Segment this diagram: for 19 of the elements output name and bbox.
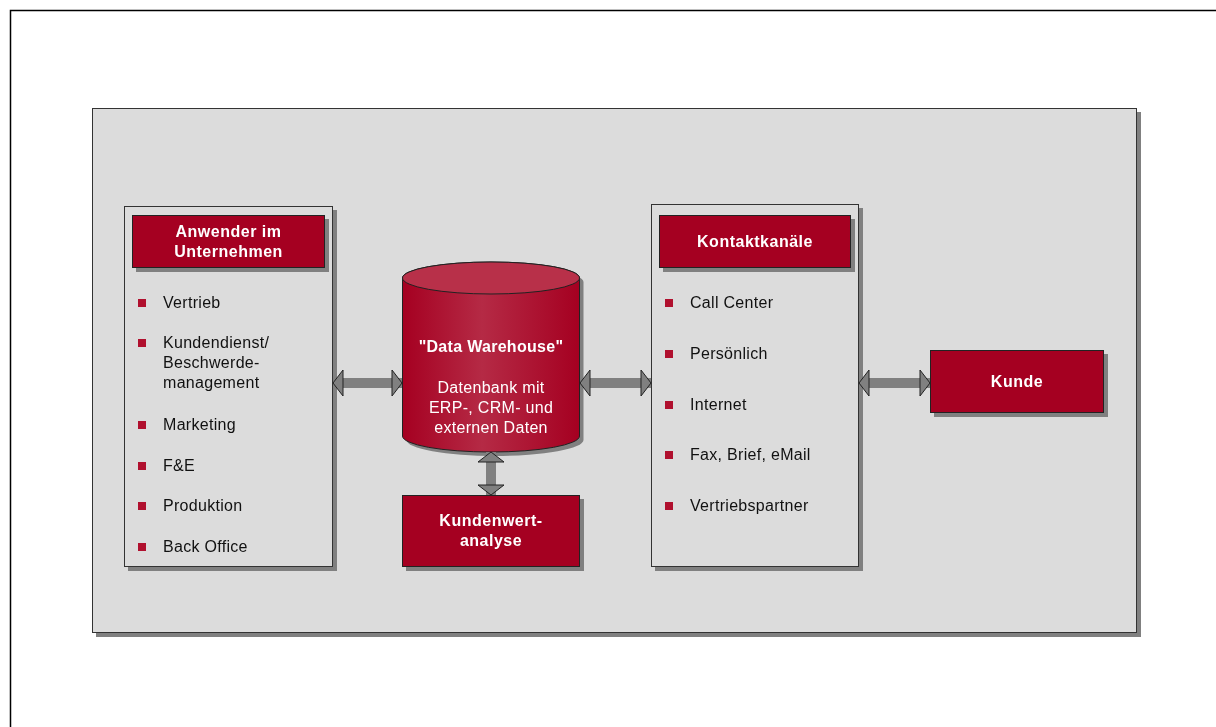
box-label: Kontaktkanäle xyxy=(696,231,814,252)
double-block-arrow xyxy=(858,369,931,397)
double-block-arrow xyxy=(332,369,403,397)
list-item: Call Center xyxy=(690,293,775,313)
list-item: Kundendienst/ Beschwerde- management xyxy=(163,333,271,393)
list-item: F&E xyxy=(163,456,197,476)
list-item: Persönlich xyxy=(690,344,769,364)
list-item: Marketing xyxy=(163,415,237,435)
box-label: Anwender im Unternehmen xyxy=(173,221,284,262)
list-item: Vertriebspartner xyxy=(690,496,810,516)
list-item: Internet xyxy=(690,395,748,415)
list-item: Fax, Brief, eMail xyxy=(690,445,812,465)
box-label: Kundenwert- analyse xyxy=(438,511,544,551)
double-block-arrow xyxy=(477,451,505,496)
list-item: Back Office xyxy=(163,537,249,557)
list-item: Produktion xyxy=(163,496,244,516)
double-block-arrow xyxy=(579,369,652,397)
box-label: Kunde xyxy=(989,371,1045,392)
list-item: Vertrieb xyxy=(163,293,222,313)
